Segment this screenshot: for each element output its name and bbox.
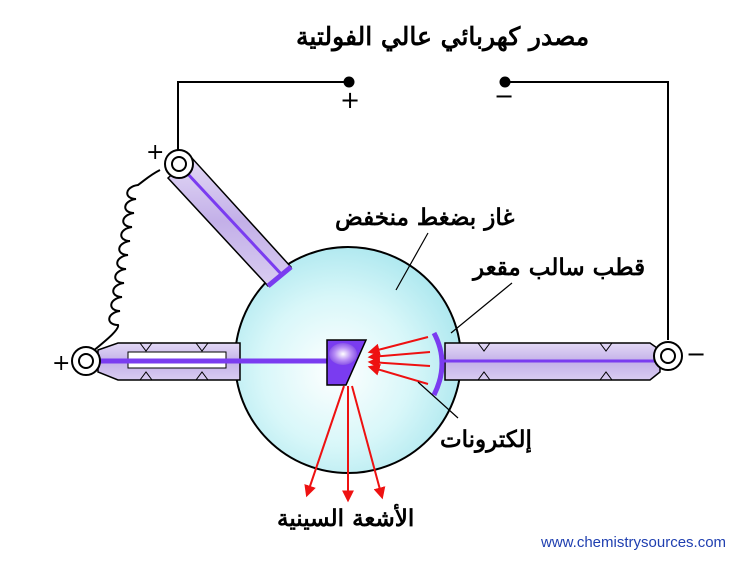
electron-arrow <box>367 356 431 369</box>
terminal-right <box>653 341 683 371</box>
cathode-minus-sign: − <box>686 340 707 368</box>
x-ray-arrow <box>351 385 386 500</box>
positive-wire <box>177 81 349 150</box>
top-anode-plus-sign: + <box>146 140 165 165</box>
electron-leader <box>417 381 459 419</box>
source-negative-terminal <box>499 76 511 88</box>
target-glow <box>329 343 357 365</box>
electron-arrow <box>367 336 429 356</box>
leader-lines <box>395 232 513 419</box>
electrons-label: إلكترونات <box>440 426 532 453</box>
electron-arrow <box>367 350 431 363</box>
x-rays-label: الأشعة السينية <box>277 505 415 532</box>
terminal-top <box>164 149 194 179</box>
concave-cathode <box>431 331 445 397</box>
x-ray-beam <box>304 385 386 503</box>
left-anode-plus-sign: + <box>52 351 71 376</box>
terminal-left <box>71 346 101 376</box>
source-minus-sign: − <box>494 82 515 110</box>
cathode-leader <box>450 282 513 334</box>
gas-leader <box>395 232 429 291</box>
gas-label: غاز بضغط منخفض <box>335 204 515 231</box>
cathode-tube <box>440 342 661 381</box>
electron-arrow <box>367 363 429 385</box>
source-plus-sign: + <box>340 86 361 114</box>
x-ray-arrow <box>304 385 345 498</box>
source-watermark: www.chemistrysources.com <box>541 534 727 551</box>
electron-beam <box>367 336 431 385</box>
cathode-label: قطب سالب مقعر <box>473 254 646 281</box>
power-source-label: مصدر كهربائي عالي الفولتية <box>296 22 590 51</box>
source-positive-terminal <box>343 76 355 88</box>
upper-anode-tube <box>166 155 293 288</box>
circuit-wires <box>177 81 669 340</box>
negative-wire <box>505 81 669 340</box>
left-anode-tube <box>97 342 330 381</box>
coil-wire <box>91 169 161 353</box>
